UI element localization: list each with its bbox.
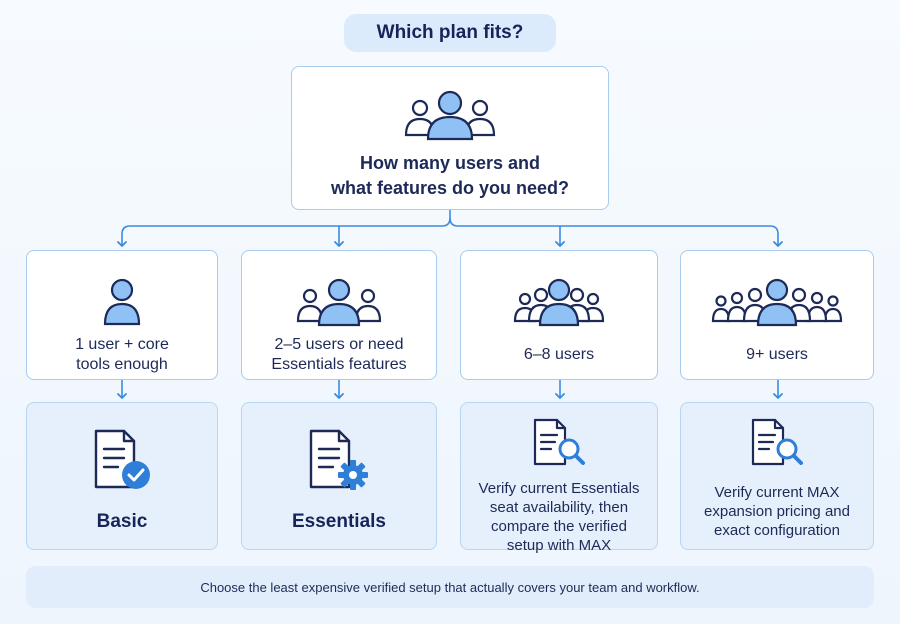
large-users-group-icon	[511, 269, 607, 327]
condition-box-2: 2–5 users or need Essentials features	[241, 250, 437, 380]
condition-label: 1 user + core tools enough	[32, 335, 212, 375]
result-title: Basic	[96, 511, 148, 532]
condition-line-1: 1 user + core	[75, 336, 169, 353]
crowd-users-icon	[711, 269, 843, 327]
result-title: Essentials	[292, 511, 386, 532]
result-line: Verify current Essentials	[478, 480, 640, 497]
condition-line-2: Essentials features	[271, 356, 407, 373]
users-group-icon	[398, 89, 502, 141]
condition-line-2: tools enough	[76, 356, 168, 373]
condition-label: 6–8 users	[469, 345, 649, 365]
result-line: setup with MAX	[506, 537, 612, 554]
condition-box-4: 9+ users	[680, 250, 874, 380]
condition-box-1: 1 user + core tools enough	[26, 250, 218, 380]
condition-label: 9+ users	[687, 345, 867, 365]
question-box: How many users and what features do you …	[291, 66, 609, 210]
question-line-1: How many users and	[359, 153, 541, 173]
condition-label: 2–5 users or need Essentials features	[249, 335, 429, 375]
result-box-verify-max: Verify current MAX expansion pricing and…	[680, 402, 874, 550]
result-box-essentials: Essentials	[241, 402, 437, 550]
result-box-verify-essentials: Verify current Essentials seat availabil…	[460, 402, 658, 554]
document-search-icon	[747, 417, 807, 469]
result-text: Verify current Essentials seat availabil…	[466, 479, 652, 555]
question-line-2: what features do you need?	[330, 178, 570, 198]
result-line: seat availability, then	[489, 499, 629, 516]
result-text: Verify current MAX expansion pricing and…	[684, 483, 870, 540]
document-check-icon	[90, 427, 154, 493]
result-line: compare the verified	[491, 518, 627, 535]
result-line: expansion pricing and	[704, 503, 850, 520]
condition-line-1: 9+ users	[746, 346, 808, 363]
trunk-connector-right	[449, 217, 783, 247]
result-box-basic: Basic	[26, 402, 218, 550]
page-title: Which plan fits?	[344, 14, 556, 52]
single-user-icon	[102, 269, 142, 327]
trunk-connector	[117, 210, 451, 247]
users-group-icon	[293, 269, 385, 327]
condition-box-3: 6–8 users	[460, 250, 658, 380]
condition-line-1: 2–5 users or need	[274, 336, 404, 353]
result-line: exact configuration	[714, 522, 840, 539]
condition-line-1: 6–8 users	[523, 346, 595, 363]
result-line: Verify current MAX	[714, 484, 840, 501]
document-gear-icon	[305, 427, 373, 493]
footer-note: Choose the least expensive verified setu…	[26, 566, 874, 608]
question-text: How many users and what features do you …	[310, 151, 590, 201]
document-search-icon	[529, 417, 589, 469]
